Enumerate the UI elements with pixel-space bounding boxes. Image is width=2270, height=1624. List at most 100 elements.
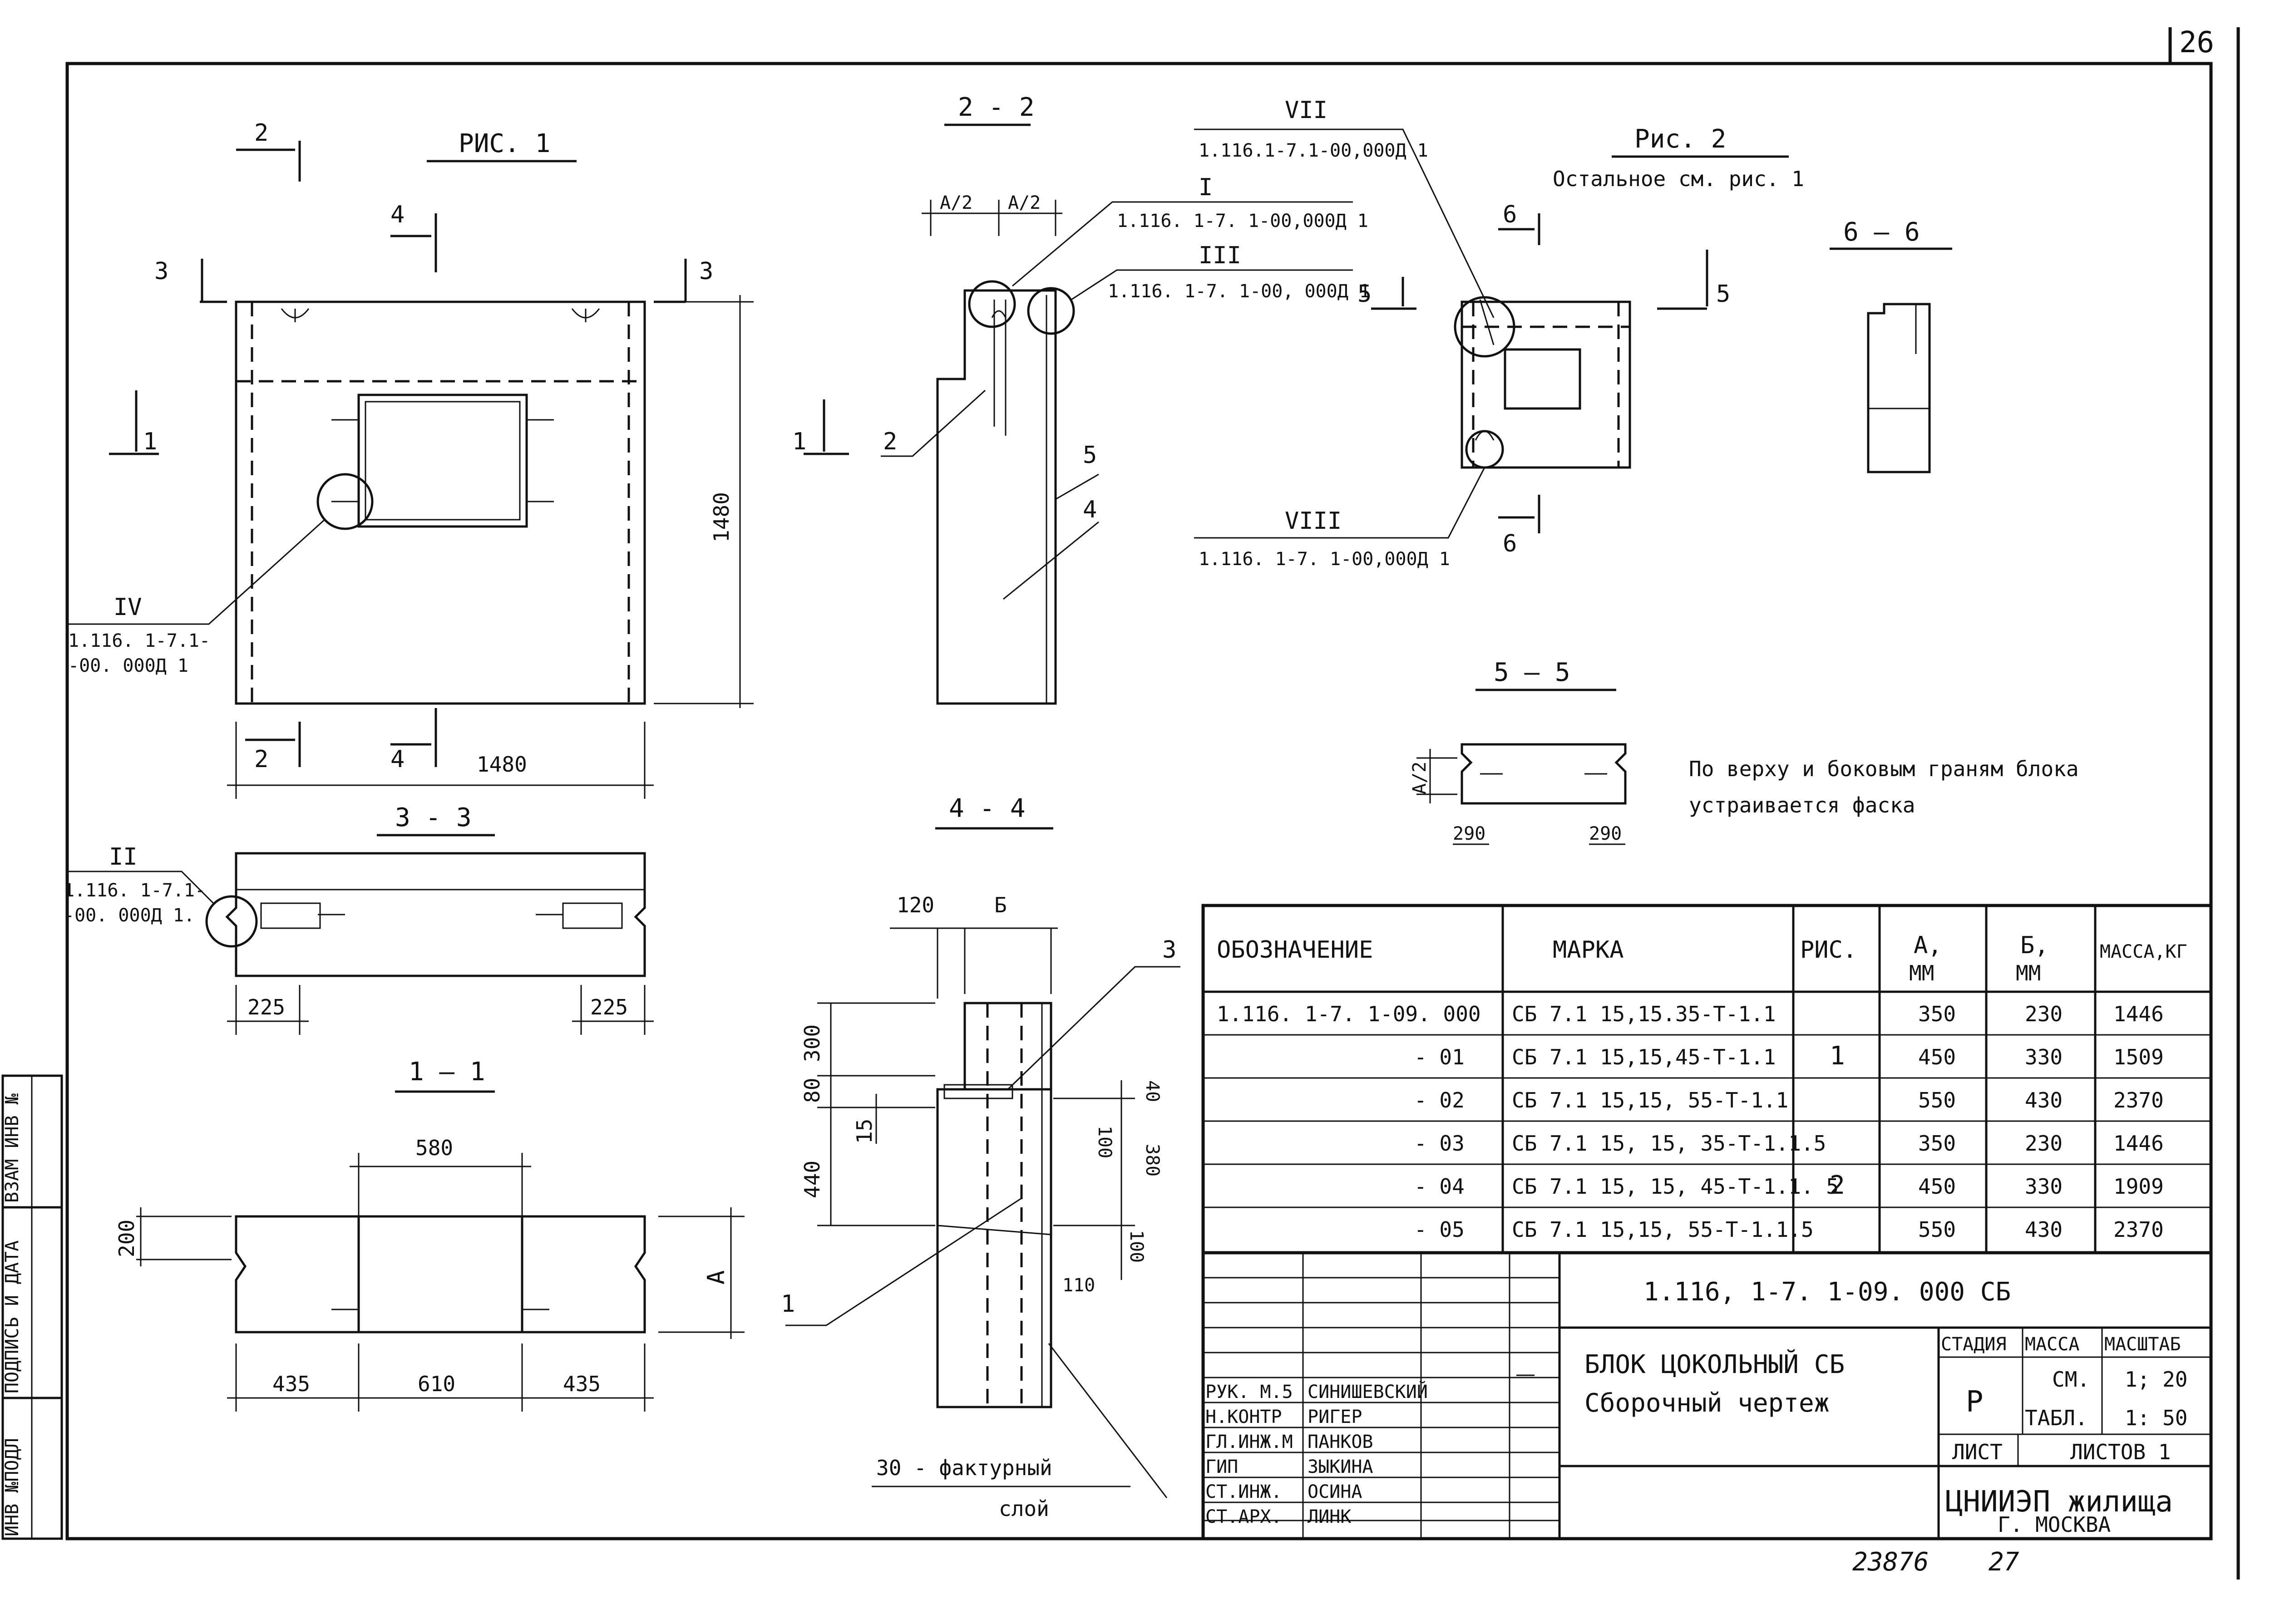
doc-name-2: Сборочный чертеж <box>1584 1388 1829 1418</box>
fig1-elevation: РИС. 1 IV 1.116. 1-7.1- -00. 000Д 1 2 4 … <box>68 119 754 799</box>
spec-row-a: 450 <box>1918 1045 1956 1069</box>
sec44-title: 4 - 4 <box>949 794 1026 823</box>
sec33-ref-num: II <box>109 843 138 871</box>
spec-header-2: РИС. <box>1800 936 1857 964</box>
sheet-label: ЛИСТ <box>1952 1440 2003 1464</box>
section-5-5: 5 – 5 А/2 290 290 <box>1409 658 1627 845</box>
sec55-title: 5 – 5 <box>1494 658 1570 687</box>
spec-header-4-b: ММ <box>2016 961 2041 985</box>
fig1-sec4-top: 4 <box>390 201 405 228</box>
org-name: ЦНИИЭП жилища <box>1945 1485 2173 1519</box>
note-line1: По верху и боковым граням блока <box>1689 757 2079 781</box>
sec22-ref-iii: 1.116. 1-7. 1-00, 000Д 1 <box>1108 281 1370 302</box>
sec33-dim-left: 225 <box>247 995 285 1019</box>
spec-row-mass: 1446 <box>2113 1002 2164 1026</box>
fig1-callout-ref1: 1.116. 1-7.1- <box>68 630 210 651</box>
spec-header-3-b: ММ <box>1909 961 1934 985</box>
sec44-pos3: 3 <box>1162 936 1176 964</box>
sec33-title: 3 - 3 <box>395 803 472 832</box>
spec-row-mark: СБ 7.1 15,15, 55-Т-1.1.5 <box>1512 1217 1814 1242</box>
vzam-label: ВЗАМ ИНВ № <box>2 1093 23 1203</box>
fig1-dim-width: 1480 <box>477 752 527 777</box>
sec22-pos2: 2 <box>883 428 897 455</box>
sec44-dim120: 120 <box>897 893 934 917</box>
scale-value-2: 1: 50 <box>2125 1406 2187 1430</box>
spec-row-mark: СБ 7.1 15, 15, 45-Т-1.1. 5 <box>1512 1174 1839 1199</box>
sec44-dim100b: 100 <box>1126 1230 1147 1263</box>
sec44-layer2: слой <box>999 1496 1049 1521</box>
staff-role: Н.КОНТР <box>1205 1407 1282 1427</box>
spec-row-fig: 2 <box>1830 1171 1845 1200</box>
stage-value: Р <box>1966 1385 1984 1419</box>
spec-row-b: 330 <box>2025 1045 2063 1069</box>
fig2-ref-viii: 1.116. 1-7. 1-00,000Д 1 <box>1199 549 1450 570</box>
spec-row-b: 430 <box>2025 1088 2063 1112</box>
sec55-a-half: А/2 <box>1409 762 1430 794</box>
sec44-dim15: 15 <box>852 1119 877 1144</box>
sec22-title: 2 - 2 <box>958 93 1035 122</box>
spec-row-b: 430 <box>2025 1217 2063 1242</box>
spec-row-mass: 2370 <box>2113 1217 2164 1242</box>
sec22-sec1: 1 <box>792 428 806 455</box>
sec44-dim80: 80 <box>800 1078 824 1103</box>
fig2-ref-viii-num: VIII <box>1285 507 1342 535</box>
fig1-sec3-left: 3 <box>154 258 168 285</box>
staff-name: ОСИНА <box>1308 1481 1362 1502</box>
fig2-title: Рис. 2 <box>1634 124 1726 154</box>
fig1-callout-num: IV <box>114 594 142 621</box>
spec-row-fig: 1 <box>1830 1041 1845 1071</box>
spec-row-mass: 1909 <box>2113 1174 2164 1199</box>
mass-value-1: СМ. <box>2052 1367 2090 1392</box>
spec-row-a: 550 <box>1918 1088 1956 1112</box>
section-4-4: 4 - 4 120 Б 300 80 440 15 40 100 380 100… <box>781 794 1180 1521</box>
staff-role: ГЛ.ИНЖ.М <box>1205 1432 1293 1452</box>
staff-name: СИНИШЕВСКИЙ <box>1308 1381 1428 1403</box>
sec44-dim440: 440 <box>800 1161 824 1198</box>
sec33-dim-right: 225 <box>590 995 628 1019</box>
fig2-elevation: Рис. 2 Остальное см. рис. 1 VII 1.116.1-… <box>1194 97 1804 570</box>
sec44-dim100a: 100 <box>1094 1126 1115 1158</box>
sec22-ref-i: 1.116. 1-7. 1-00,000Д 1 <box>1117 211 1368 231</box>
spec-row-b: 230 <box>2025 1002 2063 1026</box>
sec22-a-half-right: А/2 <box>1008 192 1041 213</box>
sec33-ref2: -00. 000Д 1. <box>64 905 195 926</box>
staff-role: РУК. М.5 <box>1205 1382 1293 1403</box>
sec11-dim580: 580 <box>415 1136 453 1160</box>
fig2-subtitle: Остальное см. рис. 1 <box>1553 167 1804 191</box>
fig1-sec4-bottom: 4 <box>390 746 405 773</box>
sec11-dim200: 200 <box>114 1220 139 1257</box>
spec-row-mark: СБ 7.1 15, 15, 35-Т-1.1.5 <box>1512 1131 1826 1156</box>
fig2-sec5-right: 5 <box>1716 281 1730 308</box>
inv-podl-label: ИНВ №ПОДЛ <box>2 1438 23 1536</box>
spec-row-code: 1.116. 1-7. 1-09. 000 <box>1217 1002 1481 1026</box>
spec-row-mass: 2370 <box>2113 1088 2164 1112</box>
fig2-sec6-top: 6 <box>1503 201 1517 228</box>
spec-header-0: ОБОЗНАЧЕНИЕ <box>1217 936 1373 964</box>
fig1-sec3-right: 3 <box>699 258 713 285</box>
sec33-ref1: 1.116. 1-7.1- <box>64 880 206 901</box>
sec55-dim1: 290 <box>1453 823 1485 844</box>
spec-row-mass: 1509 <box>2113 1045 2164 1069</box>
sec44-dim300: 300 <box>800 1024 824 1062</box>
spec-header-1: МАРКА <box>1553 936 1624 964</box>
sec11-dim435a: 435 <box>272 1372 310 1396</box>
spec-row-mark: СБ 7.1 15,15, 55-Т-1.1 <box>1512 1088 1788 1112</box>
org-city: Г. МОСКВА <box>1998 1512 2111 1537</box>
page-number: 26 <box>2179 26 2214 59</box>
section-1-1: 1 – 1 580 200 А 435 610 435 <box>114 1057 745 1412</box>
sec55-dim2: 290 <box>1589 823 1622 844</box>
spec-row-code: - 02 <box>1414 1088 1465 1112</box>
spec-row-a: 550 <box>1918 1217 1956 1242</box>
spec-row-code: - 05 <box>1414 1217 1465 1242</box>
mass-value-2: ТАБЛ. <box>2025 1406 2087 1430</box>
stage-label: СТАДИЯ <box>1941 1334 2007 1355</box>
staff-name: ПАНКОВ <box>1308 1432 1373 1452</box>
note-line2: устраивается фаска <box>1689 793 1915 817</box>
spec-row-mark: СБ 7.1 15,15.35-Т-1.1 <box>1512 1002 1776 1026</box>
spec-row-a: 350 <box>1918 1131 1956 1156</box>
sec11-dim610: 610 <box>418 1372 455 1396</box>
spec-row-mass: 1446 <box>2113 1131 2164 1156</box>
spec-row-b: 230 <box>2025 1131 2063 1156</box>
